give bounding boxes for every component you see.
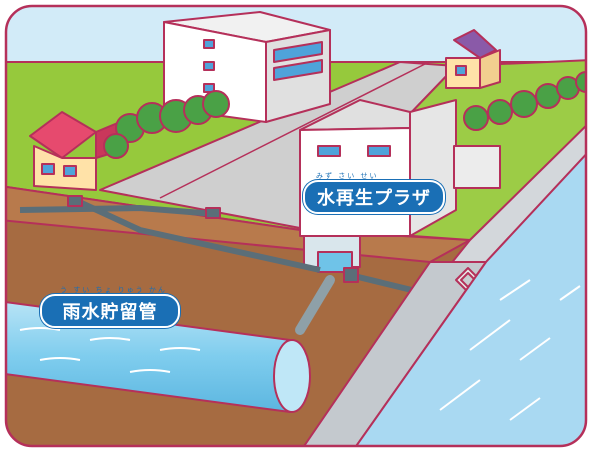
manhole-1 bbox=[67, 195, 83, 207]
river bbox=[351, 147, 586, 446]
shaft-water bbox=[317, 251, 353, 273]
frame-border bbox=[4, 4, 588, 448]
manhole-3 bbox=[343, 267, 359, 283]
drop-pipe bbox=[295, 275, 335, 335]
tree-icon bbox=[463, 71, 586, 131]
storage-pipe-label-text: 雨水貯留管 bbox=[62, 302, 158, 323]
sewer-line-to-river bbox=[349, 272, 421, 295]
pipe-label-ruby: う すい ちょ りゅう かん bbox=[60, 286, 167, 294]
storage-pipe-mouth bbox=[273, 339, 311, 413]
embankment-stones bbox=[299, 261, 487, 446]
facility-label-text: 水再生プラザ bbox=[317, 188, 431, 209]
sewer-line-upper bbox=[19, 205, 216, 217]
house-icon bbox=[445, 29, 501, 89]
facility-label: 水再生プラザ bbox=[303, 180, 445, 214]
building-icon bbox=[163, 11, 331, 123]
storage-pipe-label: 雨水貯留管 bbox=[40, 294, 180, 328]
facility-label-ruby: みず さい せい bbox=[316, 172, 379, 180]
tree-icon bbox=[103, 90, 230, 159]
manhole-2 bbox=[205, 207, 221, 219]
sewer-line-diag bbox=[73, 197, 321, 273]
